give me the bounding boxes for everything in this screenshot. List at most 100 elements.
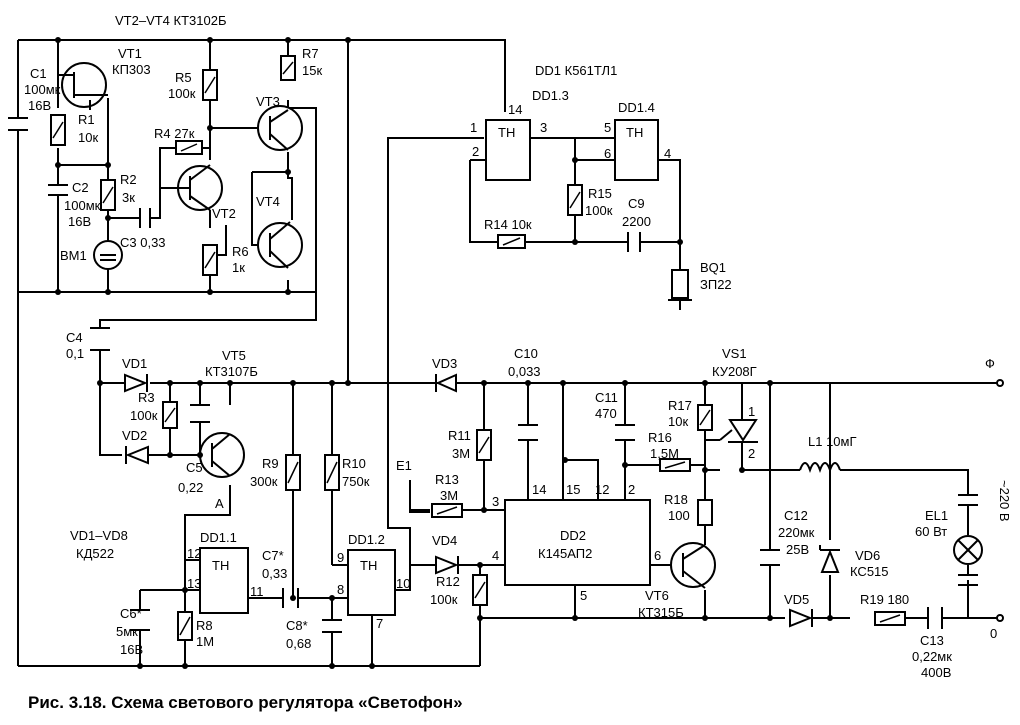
l1-inductor bbox=[799, 462, 841, 473]
el1-power: 60 Вт bbox=[915, 524, 947, 539]
bq1-type: ЗП22 bbox=[700, 277, 732, 292]
c4-value: 0,1 bbox=[66, 346, 84, 361]
bm1-label: BM1 bbox=[60, 248, 87, 263]
vs1-thyristor bbox=[719, 419, 758, 470]
dd2-pin-14: 14 bbox=[532, 482, 546, 497]
r10-name: R10 bbox=[342, 456, 366, 471]
r5-name: R5 bbox=[175, 70, 192, 85]
r13-value: 3М bbox=[440, 488, 458, 503]
vd4-label: VD4 bbox=[432, 533, 457, 548]
dd1-4-pin-5: 5 bbox=[604, 120, 611, 135]
zero-terminal bbox=[996, 614, 1004, 622]
r19-label: R19 180 bbox=[860, 592, 909, 607]
dd2-pin-15: 15 bbox=[566, 482, 580, 497]
vt2-label: VT2 bbox=[212, 206, 236, 221]
r17-name: R17 bbox=[668, 398, 692, 413]
r9-name: R9 bbox=[262, 456, 279, 471]
c7-name: C7* bbox=[262, 548, 284, 563]
dd1-3-pin-14: 14 bbox=[508, 102, 522, 117]
c6-name: C6* bbox=[120, 606, 142, 621]
c4-capacitor bbox=[90, 327, 110, 351]
dd2-pin-2: 2 bbox=[628, 482, 635, 497]
dd2-pin-3: 3 bbox=[492, 494, 499, 509]
point-a-label: A bbox=[215, 496, 224, 511]
vd2-label: VD2 bbox=[122, 428, 147, 443]
vt4-label: VT4 bbox=[256, 194, 280, 209]
r12-value: 100к bbox=[430, 592, 458, 607]
c11-capacitor bbox=[615, 424, 635, 441]
c11-value: 470 bbox=[595, 406, 617, 421]
c3-capacitor bbox=[139, 208, 151, 228]
c13-value: 0,22мк bbox=[912, 649, 952, 664]
vd5-diode bbox=[789, 608, 813, 628]
dd2-pin-12: 12 bbox=[595, 482, 609, 497]
vt5-name: VT5 bbox=[222, 348, 246, 363]
vd-series-type: КД522 bbox=[76, 546, 114, 561]
vd4-diode bbox=[435, 555, 459, 575]
c2-capacitor bbox=[48, 184, 68, 196]
r15-name: R15 bbox=[588, 186, 612, 201]
c2-name: C2 bbox=[72, 180, 89, 195]
c6-value: 5мк bbox=[116, 624, 138, 639]
e1-sensor bbox=[409, 480, 430, 513]
dd2-chip bbox=[504, 499, 651, 586]
dd14-label: DD1.4 bbox=[618, 100, 655, 115]
r2-name: R2 bbox=[120, 172, 137, 187]
transistors bbox=[58, 62, 758, 589]
dd1-3-pin-3: 3 bbox=[540, 120, 547, 135]
r7-name: R7 bbox=[302, 46, 319, 61]
dd1-3-th: ТН bbox=[498, 125, 515, 140]
c10-capacitor bbox=[518, 424, 538, 441]
c7-value: 0,33 bbox=[262, 566, 287, 581]
r16-value: 1,5М bbox=[650, 446, 679, 461]
dd1-3-pin-2: 2 bbox=[472, 144, 479, 159]
vd6-name: VD6 bbox=[855, 548, 880, 563]
vt6-transistor bbox=[670, 542, 716, 588]
c13-voltage: 400В bbox=[921, 665, 951, 680]
resistor-hatches bbox=[52, 61, 901, 636]
vd1-diode bbox=[124, 373, 148, 393]
dd1-2-chip bbox=[347, 549, 396, 616]
r17-value: 10к bbox=[668, 414, 688, 429]
vt5-type: КТ3107Б bbox=[205, 364, 258, 379]
other-devices bbox=[93, 240, 1004, 622]
vt1-transistor bbox=[61, 62, 107, 108]
c1-capacitor bbox=[8, 117, 28, 131]
r9-value: 300к bbox=[250, 474, 278, 489]
dd1-4-pin-6: 6 bbox=[604, 146, 611, 161]
vd3-label: VD3 bbox=[432, 356, 457, 371]
phi-terminal bbox=[996, 379, 1004, 387]
zero-label: 0 bbox=[990, 626, 997, 641]
c9-value: 2200 bbox=[622, 214, 651, 229]
vd6-type: КС515 bbox=[850, 564, 889, 579]
c6-voltage: 16В bbox=[120, 642, 143, 657]
r11-value: 3М bbox=[452, 446, 470, 461]
vt6-type: КТ315Б bbox=[638, 605, 684, 620]
r4-label: R4 27к bbox=[154, 126, 195, 141]
c12-voltage: 25В bbox=[786, 542, 809, 557]
dd12-label: DD1.2 bbox=[348, 532, 385, 547]
dd1-1-pin-13: 13 bbox=[187, 576, 201, 591]
c3-label: C3 0,33 bbox=[120, 235, 166, 250]
r5-value: 100к bbox=[168, 86, 196, 101]
chip-labels: ТН ТН ТН ТН 1 2 14 3 5 6 4 12 13 11 9 8 … bbox=[187, 102, 755, 631]
r8-value: 1М bbox=[196, 634, 214, 649]
c1-voltage: 16В bbox=[28, 98, 51, 113]
c9-name: C9 bbox=[628, 196, 645, 211]
dd13-label: DD1.3 bbox=[532, 88, 569, 103]
header-vt-label: VT2–VT4 КТ3102Б bbox=[115, 13, 227, 28]
r7-value: 15к bbox=[302, 63, 322, 78]
dd1-2-pin-9: 9 bbox=[337, 550, 344, 565]
c2-voltage: 16В bbox=[68, 214, 91, 229]
r1-value: 10к bbox=[78, 130, 98, 145]
c1-value: 100мк bbox=[24, 82, 61, 97]
dd2-pin-5: 5 bbox=[580, 588, 587, 603]
vd1-label: VD1 bbox=[122, 356, 147, 371]
c11-name: C11 bbox=[595, 390, 618, 405]
vt1-type: КП303 bbox=[112, 62, 151, 77]
dd2-pin-6: 6 bbox=[654, 548, 661, 563]
dd1-4-th: ТН bbox=[626, 125, 643, 140]
r6-value: 1к bbox=[232, 260, 245, 275]
vd-series-name: VD1–VD8 bbox=[70, 528, 128, 543]
dd1-2-pin-10: 10 bbox=[396, 576, 410, 591]
